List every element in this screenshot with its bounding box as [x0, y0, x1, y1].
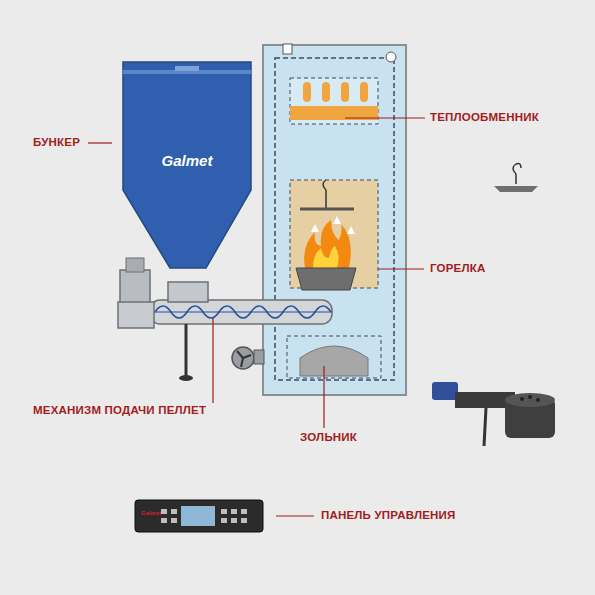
panel-button: [231, 509, 237, 514]
burner-hole: [520, 397, 524, 401]
screw-tube: [150, 300, 332, 324]
hopper: Galmet: [120, 60, 254, 272]
control-panel: Galmet: [135, 500, 263, 533]
feed-inlet: [168, 282, 208, 302]
hopper-handle: [175, 66, 199, 71]
panel-button: [241, 518, 247, 523]
burner-hole: [536, 398, 540, 402]
panel-button: [231, 518, 237, 523]
flue-port: [341, 82, 349, 102]
leader-line: [378, 268, 424, 269]
flue-port: [360, 82, 368, 102]
leader-line: [276, 515, 314, 516]
deflector-icon-hook: [513, 164, 521, 175]
leader-line: [345, 117, 425, 118]
panel-button: [161, 509, 167, 514]
gearbox: [118, 302, 154, 328]
water-jacket-outline: [275, 58, 394, 380]
control-panel-outline: [135, 500, 263, 533]
exchanger-frame: [290, 78, 378, 124]
deflector-icon-plate: [494, 186, 538, 192]
brand-text: Galmet: [141, 510, 161, 516]
panel-button: [221, 518, 227, 523]
panel-button: [171, 509, 177, 514]
burner-bowl: [296, 268, 356, 290]
burner-hole: [528, 395, 532, 399]
support-leg: [185, 324, 188, 376]
deflector-icon-rod: [515, 174, 517, 184]
brand-text: Galmet: [120, 152, 254, 169]
panel-body: [135, 500, 263, 532]
flame-core: [313, 246, 339, 268]
fan-blades: [237, 351, 251, 367]
part-label: ЗОЛЬНИК: [300, 431, 357, 443]
flue-port: [322, 82, 330, 102]
panel-screen: [181, 506, 215, 526]
flue-port: [303, 82, 311, 102]
part-label: ГОРЕЛКА: [430, 262, 485, 274]
ash-frame: [287, 336, 381, 378]
deflector-rod: [325, 190, 327, 208]
part-label: ПАНЕЛЬ УПРАВЛЕНИЯ: [321, 509, 455, 521]
fan: [232, 347, 254, 369]
deflector-plate: [300, 208, 354, 211]
burner-motor: [432, 382, 458, 400]
leader-line: [88, 142, 112, 143]
boiler-body: [263, 45, 406, 395]
motor-cap: [126, 258, 144, 272]
top-fitting: [283, 44, 292, 54]
fan-duct: [254, 350, 264, 364]
panel-button: [161, 518, 167, 523]
part-label: МЕХАНИЗМ ПОДАЧИ ПЕЛЛЕТ: [33, 404, 206, 416]
burner-rim: [505, 393, 555, 407]
panel-button: [171, 518, 177, 523]
part-label: БУНКЕР: [33, 136, 80, 148]
burner-leg: [484, 408, 486, 446]
deflector-hook: [323, 180, 326, 190]
screw-shaft: [152, 312, 332, 313]
panel-button: [241, 509, 247, 514]
heat-arrows: [311, 216, 355, 234]
ash-pan: [300, 346, 368, 376]
leader-line: [212, 318, 213, 403]
flame: [304, 220, 351, 268]
support-foot: [179, 375, 193, 381]
panel-button: [221, 509, 227, 514]
leader-line: [323, 366, 324, 428]
part-label: ТЕПЛООБМЕННИК: [430, 111, 539, 123]
gauge: [386, 52, 396, 62]
